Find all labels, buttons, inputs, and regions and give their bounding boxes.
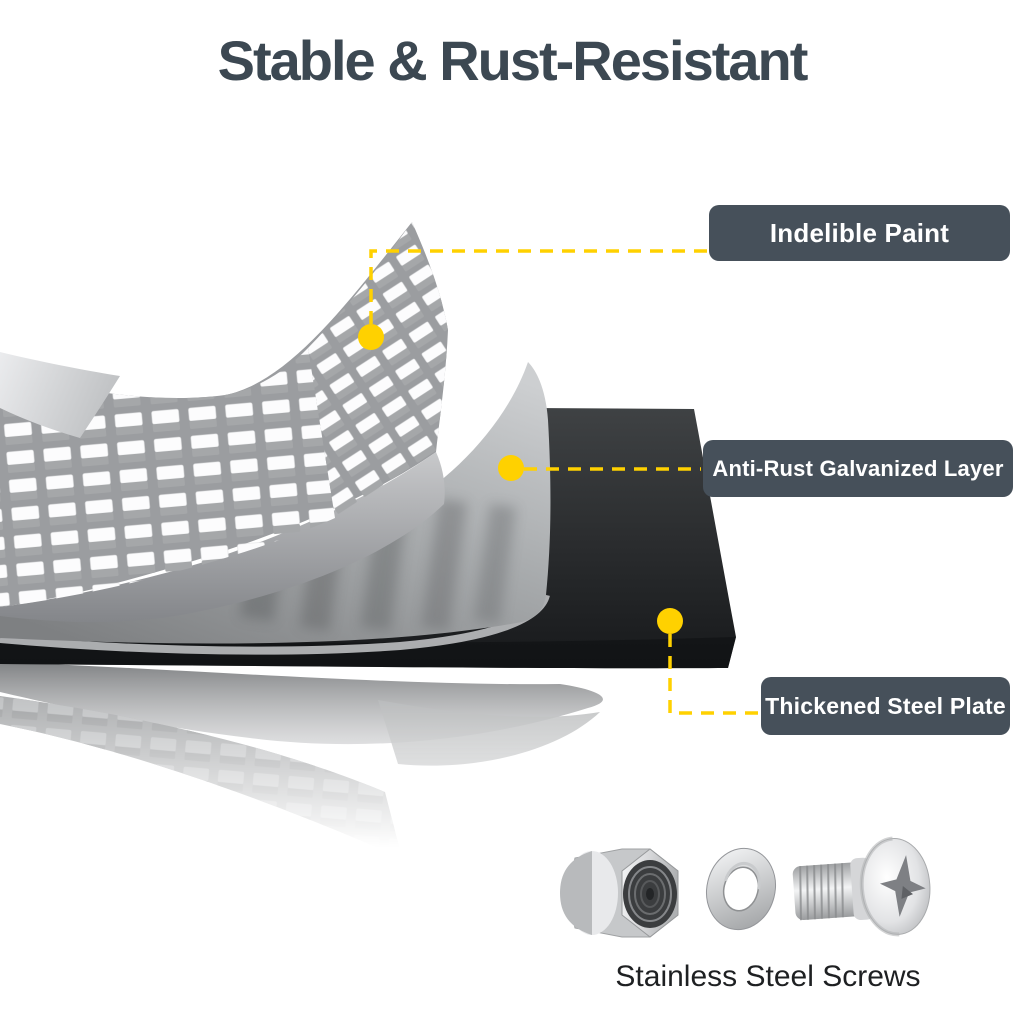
phillips-screw-icon	[792, 836, 931, 937]
yellow-dot-marker-2	[498, 455, 524, 481]
reflection-layer	[0, 662, 603, 858]
screw-threads	[799, 863, 844, 921]
callout-label-galvanized-layer: Anti-Rust Galvanized Layer	[703, 440, 1013, 497]
page-title: Stable & Rust-Resistant	[217, 28, 809, 92]
hex-nut-icon	[560, 848, 679, 938]
yellow-dot-marker-1	[358, 324, 384, 350]
callout-line-indelible-paint	[369, 249, 707, 324]
layer-thickened-steel-plate	[0, 408, 736, 669]
yellow-dot-marker-3	[657, 608, 683, 634]
phillips-cross-icon	[879, 855, 926, 917]
layer-galvanized-sheet	[0, 362, 551, 655]
callout-line-steel-plate	[668, 634, 759, 715]
callout-lines	[369, 249, 759, 715]
hardware-illustration	[560, 836, 931, 938]
callout-label-steel-plate: Thickened Steel Plate	[761, 677, 1010, 735]
callout-label-indelible-paint: Indelible Paint	[709, 205, 1010, 261]
callout-dots	[358, 324, 683, 634]
hardware-caption: Stainless Steel Screws	[615, 960, 921, 993]
washer-icon	[706, 847, 776, 931]
